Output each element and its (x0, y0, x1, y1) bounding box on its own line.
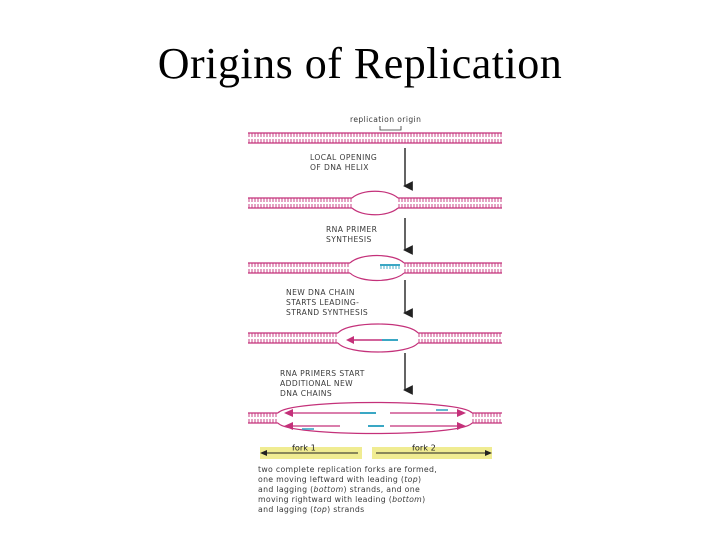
caption-line-5: and lagging (top) strands (258, 505, 364, 514)
svg-text:SYNTHESIS: SYNTHESIS (326, 235, 372, 244)
dna-bubble-leading-strand-stage-4 (248, 323, 502, 353)
bubble-5-upper-strand (277, 401, 473, 414)
duplex-4-left-bottom (248, 339, 338, 344)
svg-text:RNA PRIMERS START: RNA PRIMERS START (280, 369, 365, 378)
duplex-3-right-top (404, 262, 502, 267)
step-label-4: RNA PRIMERS START ADDITIONAL NEW DNA CHA… (280, 369, 365, 398)
duplex-5-left-bottom (248, 419, 278, 424)
svg-text:ADDITIONAL NEW: ADDITIONAL NEW (280, 379, 353, 388)
svg-text:LOCAL OPENING: LOCAL OPENING (310, 153, 377, 162)
duplex-2-right-bottom (398, 204, 502, 209)
duplex-5-right-top (472, 412, 502, 417)
dna-bubble-stage-2 (248, 190, 502, 216)
duplex-4-left-top (248, 332, 338, 337)
step-label-3: NEW DNA CHAIN STARTS LEADING- STRAND SYN… (286, 288, 368, 317)
duplex-2-left-bottom (248, 204, 352, 209)
caption-line-3: and lagging (bottom) strands, and one (258, 485, 420, 494)
duplex-2-right-top (398, 197, 502, 202)
bubble-4-lower-strand (337, 342, 419, 353)
rna-primer (380, 264, 400, 269)
dna-duplex-stage-1 (248, 132, 502, 144)
origin-label: replication origin (350, 115, 421, 124)
slide-title: Origins of Replication (157, 39, 563, 88)
duplex-3-right-bottom (404, 269, 502, 274)
duplex-2-left-top (248, 197, 352, 202)
fork-1-arrowhead (260, 450, 267, 456)
svg-text:STRAND SYNTHESIS: STRAND SYNTHESIS (286, 308, 368, 317)
bubble-2-upper-strand (351, 190, 399, 199)
svg-text:OF DNA HELIX: OF DNA HELIX (310, 163, 369, 172)
step-label-1: LOCAL OPENING OF DNA HELIX (310, 153, 377, 172)
caption-line-4: moving rightward with leading (bottom) (258, 495, 425, 504)
bubble-4-upper-strand (337, 323, 419, 334)
caption-line-1: two complete replication forks are forme… (258, 465, 437, 474)
svg-text:DNA CHAINS: DNA CHAINS (280, 389, 332, 398)
dna-bubble-primer-stage-3 (248, 254, 502, 282)
origin-bracket (379, 126, 402, 131)
new-leading-chain (346, 336, 398, 344)
bubble-2-lower-strand (351, 207, 399, 216)
fork-2-arrowhead (485, 450, 492, 456)
fork-2-label: fork 2 (412, 443, 436, 453)
svg-text:NEW DNA CHAIN: NEW DNA CHAIN (286, 288, 355, 297)
duplex-3-left-bottom (248, 269, 350, 274)
bubble-3-lower-strand (349, 272, 405, 282)
dna-two-forks-stage-5 (248, 401, 502, 435)
duplex-5-left-top (248, 412, 278, 417)
replication-diagram: replication origin LOCAL OPENING OF DNA … (248, 115, 502, 514)
duplex-1-bottom (248, 139, 502, 144)
svg-text:RNA PRIMER: RNA PRIMER (326, 225, 378, 234)
svg-text:STARTS LEADING-: STARTS LEADING- (286, 298, 359, 307)
duplex-4-right-bottom (418, 339, 502, 344)
new-chains-two-forks (284, 409, 466, 430)
duplex-1-top (248, 132, 502, 137)
bubble-3-upper-strand (349, 254, 405, 264)
duplex-4-right-top (418, 332, 502, 337)
duplex-5-right-bottom (472, 419, 502, 424)
caption-line-2: one moving leftward with leading (top) (258, 475, 421, 484)
caption: two complete replication forks are forme… (258, 465, 437, 514)
duplex-3-left-top (248, 262, 350, 267)
step-label-2: RNA PRIMER SYNTHESIS (326, 225, 378, 244)
fork-1-label: fork 1 (292, 443, 316, 453)
